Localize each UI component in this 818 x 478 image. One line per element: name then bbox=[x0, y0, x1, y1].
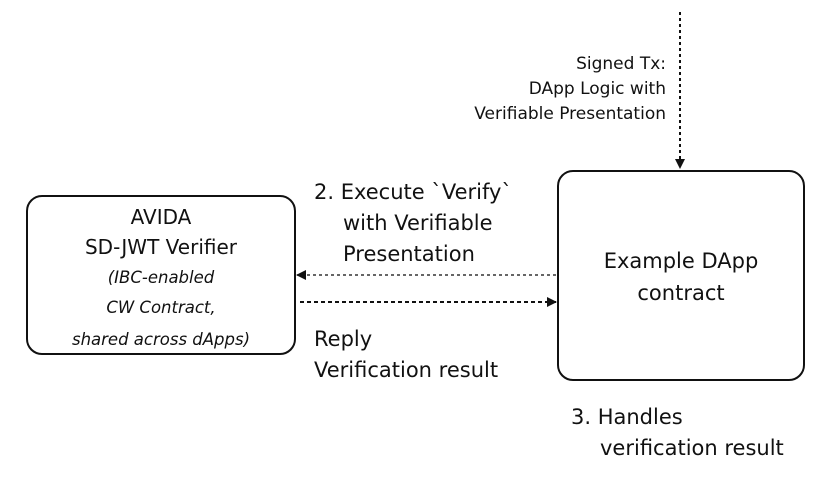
reply-line1: Reply bbox=[314, 327, 373, 351]
verifier-title-line1: AVIDA bbox=[130, 205, 192, 229]
dapp-title-line1: Example DApp bbox=[603, 249, 759, 273]
verifier-title-line2: SD-JWT Verifier bbox=[84, 235, 237, 259]
dapp-title-line2: contract bbox=[637, 281, 725, 305]
verifier-subtitle-line2: CW Contract, bbox=[106, 298, 216, 317]
reply-line2: Verification result bbox=[314, 358, 499, 382]
signed-tx-label: Signed Tx: DApp Logic with Verifiable Pr… bbox=[474, 52, 666, 127]
execute-verify-line1: 2. Execute `Verify` bbox=[314, 180, 512, 204]
signed-tx-line3: Verifiable Presentation bbox=[474, 104, 666, 124]
verifier-subtitle-line3: shared across dApps) bbox=[71, 330, 251, 349]
verifier-subtitle-line1: (IBC-enabled bbox=[107, 268, 215, 287]
example-dapp-node: Example DApp contract bbox=[557, 170, 805, 381]
avida-verifier-node: AVIDA SD-JWT Verifier (IBC-enabled CW Co… bbox=[26, 195, 296, 355]
execute-verify-line2: with Verifiable bbox=[343, 211, 493, 235]
execute-verify-line3: Presentation bbox=[343, 242, 475, 266]
signed-tx-line2: DApp Logic with bbox=[528, 79, 666, 99]
handles-line2: verification result bbox=[600, 436, 784, 460]
signed-tx-line1: Signed Tx: bbox=[576, 54, 666, 74]
handles-line1: 3. Handles bbox=[571, 405, 683, 429]
handles-label: 3. Handles verification result bbox=[571, 402, 784, 464]
reply-label: Reply Verification result bbox=[314, 324, 498, 386]
execute-verify-label: 2. Execute `Verify` with Verifiable Pres… bbox=[314, 177, 512, 270]
